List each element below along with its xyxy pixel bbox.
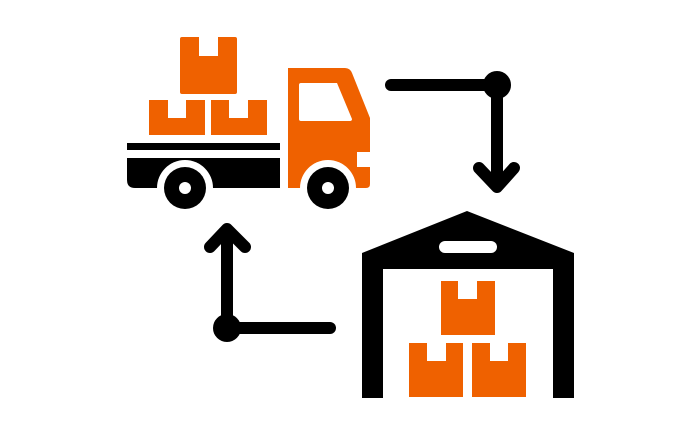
box-bottom-right <box>472 343 526 397</box>
arrow-down-icon <box>473 162 520 193</box>
arrow-truck-to-warehouse <box>385 71 520 193</box>
truck-cargo-boxes <box>149 37 267 135</box>
truck-wheel-front <box>307 167 349 209</box>
warehouse-building <box>362 211 574 398</box>
wheel-hub <box>179 182 191 194</box>
warehouse-vent <box>439 241 497 253</box>
wheel-hub <box>322 182 334 194</box>
truck-wheel-rear <box>164 167 206 209</box>
box-bottom-left <box>149 100 205 135</box>
box-bottom-right <box>211 100 267 135</box>
warehouse-boxes <box>409 281 526 397</box>
box-top <box>180 37 237 94</box>
delivery-truck-icon <box>127 37 370 216</box>
arrow-joint-dot <box>483 71 511 99</box>
warehouse-icon <box>362 211 574 398</box>
truck-bed-rail <box>127 143 280 150</box>
truck-window <box>299 83 352 121</box>
box-bottom-left <box>409 343 463 397</box>
arrow-warehouse-to-truck <box>204 223 336 342</box>
box-top <box>441 281 495 335</box>
arrow-joint-dot <box>213 314 241 342</box>
arrow-up-icon <box>204 223 251 253</box>
